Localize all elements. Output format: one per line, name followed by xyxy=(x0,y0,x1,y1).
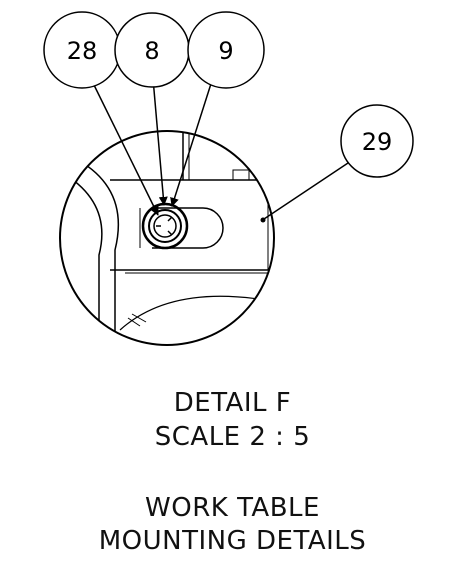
leader-28 xyxy=(93,84,159,216)
balloon-9: 9 xyxy=(187,11,265,89)
balloon-9-label: 9 xyxy=(218,37,233,65)
balloon-8-label: 8 xyxy=(144,37,159,65)
leader-lines xyxy=(93,66,352,223)
detail-label: DETAIL F xyxy=(173,388,292,418)
title-line-1: WORK TABLE xyxy=(145,493,320,523)
bolt-fastener xyxy=(141,202,189,250)
leader-29 xyxy=(263,160,352,220)
balloon-8: 8 xyxy=(114,12,190,88)
balloon-28: 28 xyxy=(43,11,121,89)
title-line-2: MOUNTING DETAILS xyxy=(98,526,367,556)
detail-scale: SCALE 2 : 5 xyxy=(154,422,311,452)
balloon-29: 29 xyxy=(340,104,414,178)
leader-29-dot xyxy=(260,217,266,223)
balloon-29-label: 29 xyxy=(362,128,393,156)
balloon-28-label: 28 xyxy=(67,37,98,65)
leader-8 xyxy=(151,66,168,206)
detail-view xyxy=(59,130,275,346)
leader-9 xyxy=(170,67,217,207)
